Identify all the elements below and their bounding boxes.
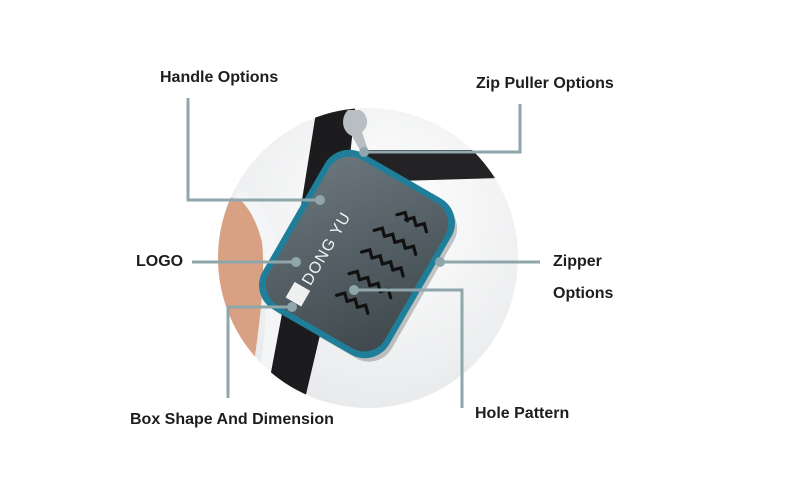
dot-hole-pattern <box>349 285 359 295</box>
leader-lines <box>186 98 540 408</box>
label-box-shape: Box Shape And Dimension <box>130 411 334 428</box>
label-zipper-line1: Zipper <box>553 253 602 270</box>
dot-logo <box>291 257 301 267</box>
label-zip-puller-options: Zip Puller Options <box>476 75 614 92</box>
label-handle-options: Handle Options <box>160 69 279 86</box>
sleeve <box>236 190 283 408</box>
leader-box-shape <box>226 305 292 398</box>
label-hole-pattern: Hole Pattern <box>475 405 570 422</box>
leader-dots <box>287 147 445 312</box>
label-logo: LOGO <box>136 253 184 270</box>
leader-zip-puller <box>364 104 522 154</box>
dot-handle <box>315 195 325 205</box>
dot-zipper <box>435 257 445 267</box>
leader-handle <box>186 98 320 202</box>
label-zipper-line2: Options <box>553 285 614 302</box>
leader-hole-pattern <box>354 288 464 408</box>
case-body <box>265 156 449 352</box>
dot-zip-puller <box>359 147 369 157</box>
clip-hook <box>343 110 368 150</box>
photo-circle: DONG YU <box>218 108 518 408</box>
dot-box-shape <box>287 302 297 312</box>
